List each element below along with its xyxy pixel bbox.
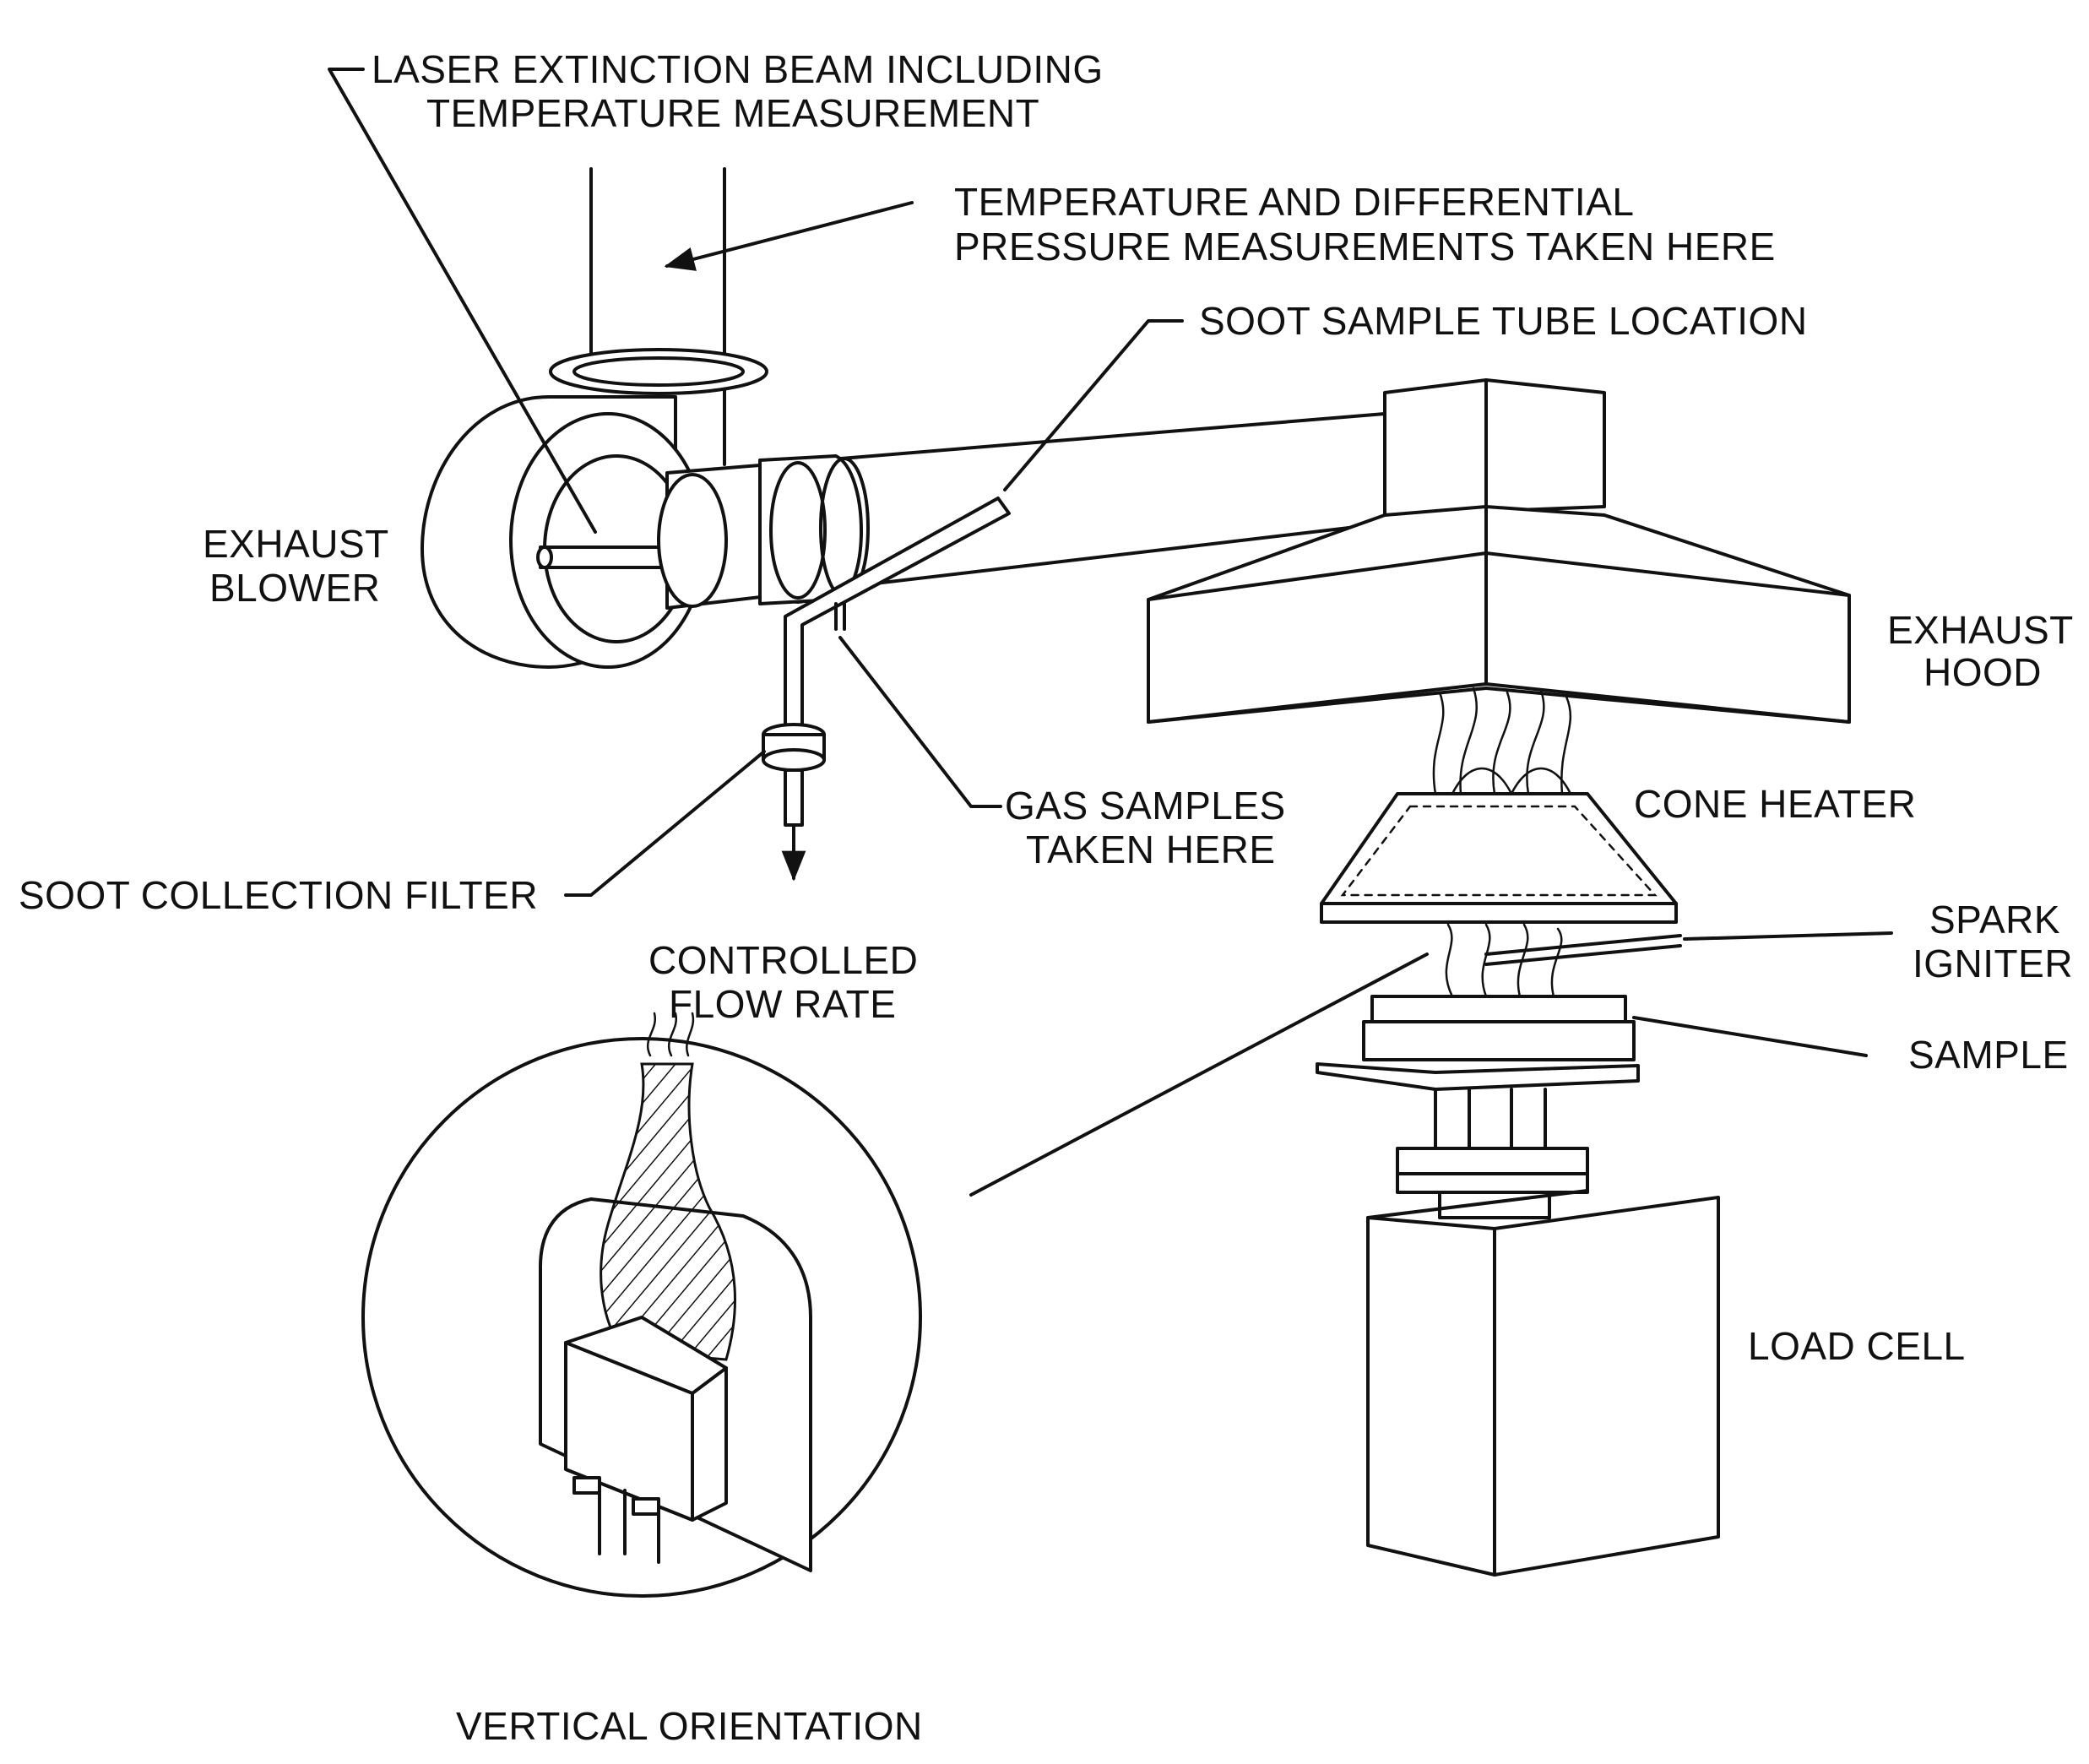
spark-igniter-label-line1: SPARK [1929, 898, 2060, 942]
exhaust-hood-label-line1: EXHAUST [1887, 608, 2074, 652]
laser-label-line2: TEMPERATURE MEASUREMENT [426, 91, 1039, 135]
vertical-orientation-label: VERTICAL ORIENTATION [456, 1704, 923, 1748]
spark-igniter [1484, 934, 1682, 966]
exhaust-stack [549, 167, 768, 466]
exhaust-blower-label-line1: EXHAUST [203, 522, 389, 566]
upper-flames [1432, 687, 1572, 795]
labels: LASER EXTINCTION BEAM INCLUDING TEMPERAT… [19, 47, 2074, 1748]
gas-samples-label-line2: TAKEN HERE [1026, 828, 1276, 871]
temp-pressure-label-line2: PRESSURE MEASUREMENTS TAKEN HERE [954, 225, 1776, 269]
lower-flames [1445, 923, 1563, 998]
exhaust-blower-label-line2: BLOWER [209, 566, 380, 610]
flow-rate-label-line1: CONTROLLED [648, 938, 918, 982]
sample-holder [1316, 995, 1640, 1219]
soot-filter-label: SOOT COLLECTION FILTER [19, 873, 538, 917]
exhaust-hood-label-line2: HOOD [1924, 650, 2042, 694]
gas-samples-label-line1: GAS SAMPLES [1005, 784, 1286, 828]
sample-label: SAMPLE [1908, 1033, 2069, 1077]
spark-igniter-label-line2: IGNITER [1913, 942, 2073, 985]
flow-rate-label-line2: FLOW RATE [669, 982, 896, 1026]
exhaust-duct [657, 412, 1386, 610]
load-cell [1366, 1189, 1720, 1577]
cone-heater [1320, 792, 1678, 924]
leader-lines [328, 68, 1893, 1197]
cone-heater-label: CONE HEATER [1634, 782, 1916, 826]
exhaust-hood [1147, 378, 1851, 724]
load-cell-label: LOAD CELL [1748, 1324, 1966, 1368]
temp-pressure-label-line1: TEMPERATURE AND DIFFERENTIAL [954, 180, 1634, 224]
soot-tube-label: SOOT SAMPLE TUBE LOCATION [1199, 299, 1808, 343]
vertical-orientation-detail [361, 1012, 922, 1598]
laser-label-line1: LASER EXTINCTION BEAM INCLUDING [372, 47, 1104, 91]
soot-sample-tube [762, 497, 1011, 882]
